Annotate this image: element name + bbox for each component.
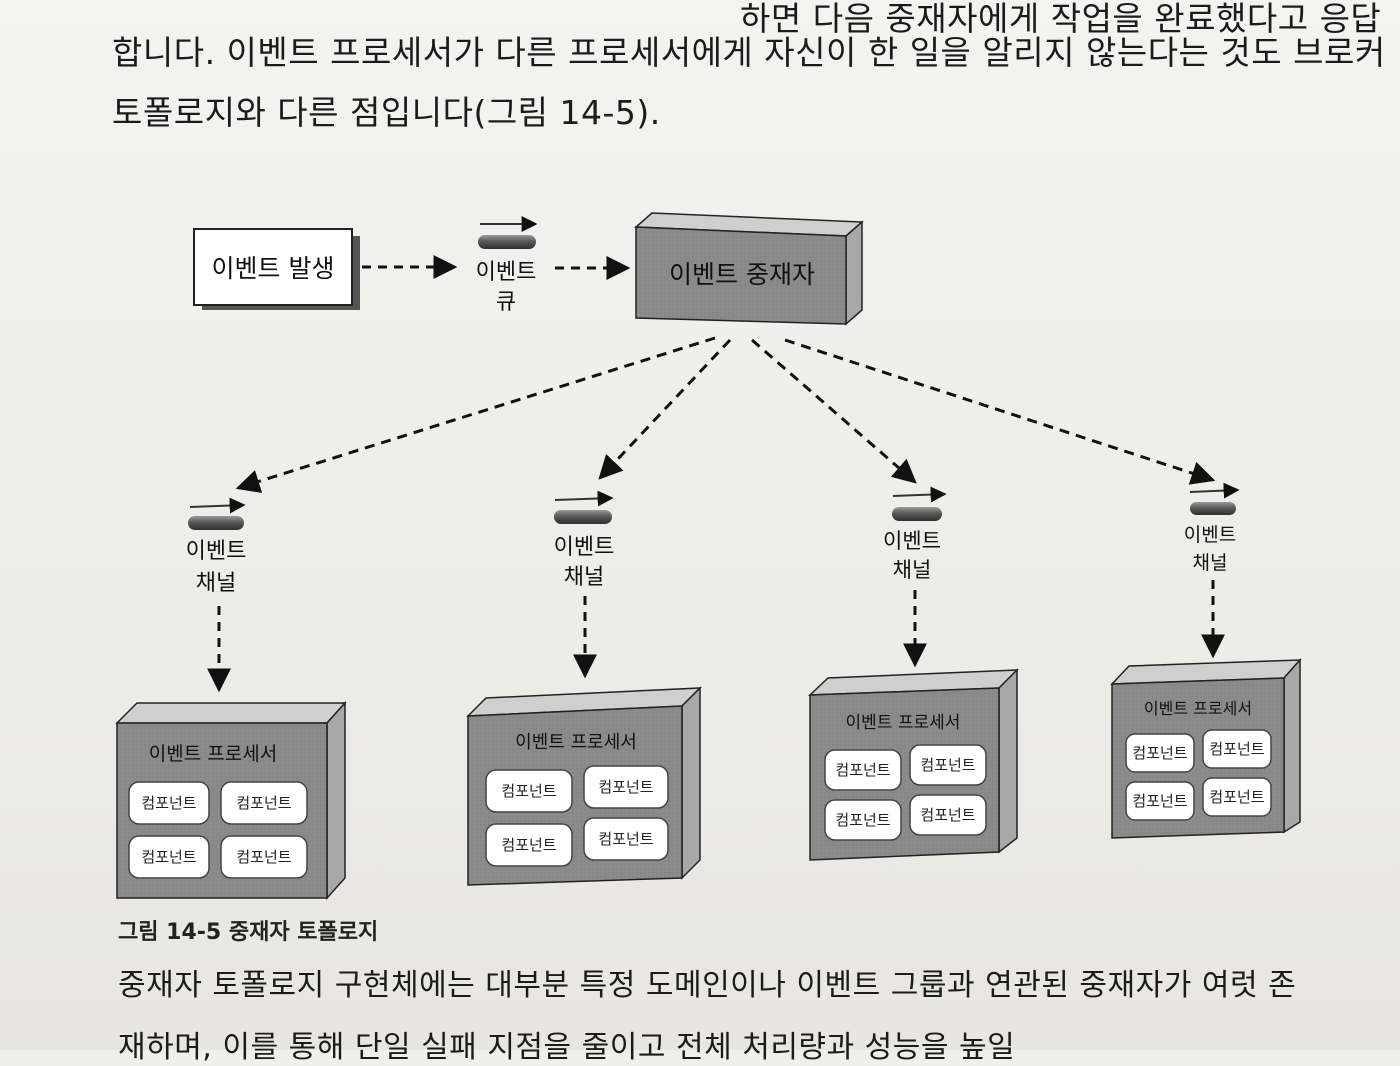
component-label: 컴포넌트 xyxy=(1132,792,1187,810)
component-box xyxy=(909,794,987,836)
component-label: 컴포넌트 xyxy=(236,848,291,866)
event-source-label: 이벤트 발생 xyxy=(212,254,335,283)
component-label: 컴포넌트 xyxy=(1209,788,1264,806)
component-label: 컴포넌트 xyxy=(920,806,975,824)
channel-2-label-line1: 이벤트 xyxy=(554,535,615,560)
channel-cylinder-icon xyxy=(1190,502,1236,515)
queue-cylinder-icon xyxy=(478,235,536,249)
mediator-label: 이벤트 중재자 xyxy=(669,260,815,289)
component-box xyxy=(128,781,210,825)
channel-1-label-line2: 채널 xyxy=(196,571,236,596)
component-label: 컴포넌트 xyxy=(598,830,653,848)
arrow-mediator-to-channel-3 xyxy=(751,338,917,484)
event-mediator-box: 이벤트 중재자 xyxy=(634,212,864,326)
component-label: 컴포넌트 xyxy=(1132,744,1187,762)
processor-2-title: 이벤트 프로세서 xyxy=(515,732,637,753)
next-paragraph-line-2: 재하며, 이를 통해 단일 실패 지점을 줄이고 전체 처리량과 성능을 높일 xyxy=(118,1030,1016,1065)
channel-4-label-line1: 이벤트 xyxy=(1184,524,1236,546)
arrow-mediator-to-channel-1 xyxy=(235,336,716,493)
component-box xyxy=(1125,733,1195,773)
component-label: 컴포넌트 xyxy=(598,778,653,796)
event-queue: 이벤트 큐 xyxy=(476,216,538,315)
component-box xyxy=(1202,729,1272,769)
component-box xyxy=(1125,781,1195,821)
channel-cylinder-icon xyxy=(892,507,942,521)
component-box xyxy=(824,799,902,841)
event-source-box: 이벤트 발생 xyxy=(193,228,360,310)
component-box xyxy=(583,817,669,861)
channel-3-label-line2: 채널 xyxy=(893,558,932,582)
component-box xyxy=(485,769,573,813)
next-paragraph-line-1: 중재자 토폴로지 구현체에는 대부분 특정 도메인이나 이벤트 그룹과 연관된 … xyxy=(118,968,1297,1003)
event-channel-1: 이벤트 채널 xyxy=(186,497,247,693)
queue-label-line1: 이벤트 xyxy=(476,260,537,285)
component-box xyxy=(909,744,987,786)
component-box xyxy=(485,823,573,867)
arrow-mediator-to-channel-4 xyxy=(784,338,1216,485)
event-processor-2: 이벤트 프로세서 컴포넌트 컴포넌트 컴포넌트 컴포넌트 xyxy=(466,686,702,886)
component-label: 컴포넌트 xyxy=(141,848,196,866)
paragraph-line-2: 토폴로지와 다른 점입니다(그림 14-5). xyxy=(112,93,661,132)
component-box xyxy=(128,835,210,879)
processor-1-title: 이벤트 프로세서 xyxy=(149,743,277,765)
event-channel-3: 이벤트 채널 xyxy=(883,486,947,668)
component-label: 컴포넌트 xyxy=(501,782,556,800)
component-box xyxy=(220,835,308,879)
paragraph-line-1: 합니다. 이벤트 프로세서가 다른 프로세서에게 자신이 한 일을 알리지 않는… xyxy=(112,33,1386,72)
component-box xyxy=(220,781,308,825)
component-box xyxy=(824,749,902,791)
processor-3-title: 이벤트 프로세서 xyxy=(846,713,961,733)
channel-cylinder-icon xyxy=(554,510,612,524)
channel-cylinder-icon xyxy=(188,516,244,530)
component-box xyxy=(1202,777,1272,817)
event-processor-1: 이벤트 프로세서 컴포넌트 컴포넌트 컴포넌트 컴포넌트 xyxy=(115,701,347,900)
component-label: 컴포넌트 xyxy=(1209,740,1264,758)
channel-3-label-line1: 이벤트 xyxy=(883,529,941,553)
component-label: 컴포넌트 xyxy=(236,794,291,812)
processor-4-title: 이벤트 프로세서 xyxy=(1144,699,1252,718)
paragraph-line-top: 하면 다음 중재자에게 작업을 완료했다고 응답 xyxy=(740,0,1382,38)
component-label: 컴포넌트 xyxy=(835,811,890,829)
component-box xyxy=(583,765,669,809)
component-label: 컴포넌트 xyxy=(920,756,975,774)
channel-2-label-line2: 채널 xyxy=(564,565,604,590)
component-label: 컴포넌트 xyxy=(835,761,890,779)
event-processor-4: 이벤트 프로세서 컴포넌트 컴포넌트 컴포넌트 컴포넌트 xyxy=(1110,658,1302,839)
queue-label-line2: 큐 xyxy=(496,290,516,315)
event-channel-2: 이벤트 채널 xyxy=(554,490,615,679)
component-label: 컴포넌트 xyxy=(141,794,196,812)
event-channel-4: 이벤트 채널 xyxy=(1184,482,1240,659)
channel-1-label-line1: 이벤트 xyxy=(186,539,247,564)
arrow-mediator-to-channel-2 xyxy=(598,338,732,480)
component-label: 컴포넌트 xyxy=(501,836,556,854)
figure-caption: 그림 14-5 중재자 토폴로지 xyxy=(118,920,379,945)
event-processor-3: 이벤트 프로세서 컴포넌트 컴포넌트 컴포넌트 컴포넌트 xyxy=(808,668,1019,861)
channel-4-label-line2: 채널 xyxy=(1193,552,1228,574)
